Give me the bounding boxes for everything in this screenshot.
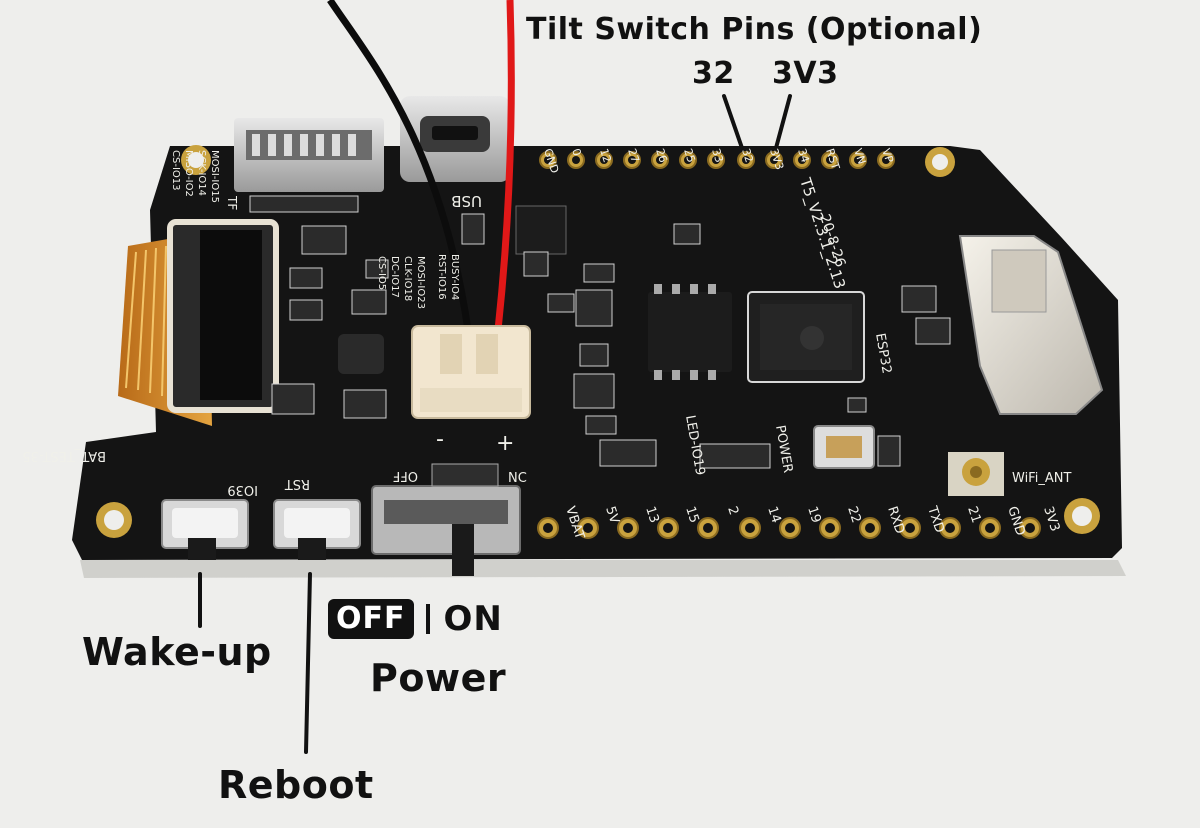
pin-3v3-label: 3V3	[772, 56, 839, 91]
header-pin-label: 33	[709, 147, 726, 164]
micro-usb-icon	[400, 96, 510, 182]
epd-pin-silk-2: DC-IO17	[389, 256, 400, 298]
header-pin-label: 12	[597, 147, 614, 164]
on-label: ON	[443, 599, 503, 639]
esp32-silk: ESP32	[872, 332, 894, 375]
battery-plus-silk: +	[496, 431, 514, 456]
rst-pin-silk: RST-IO16	[436, 254, 447, 300]
io39-silk: IO39	[227, 482, 258, 497]
header-pin-label: 0	[569, 147, 584, 158]
off-silk: OFF	[393, 468, 418, 483]
header-pin-label: 25	[681, 147, 698, 164]
smd-components	[249, 195, 951, 469]
sd-pin-silk-1: SCK-IO14	[196, 150, 207, 196]
small-ic	[515, 205, 567, 255]
switch-state-legend: OFF ON	[328, 597, 503, 641]
power-label: Power	[370, 656, 507, 700]
header-pin-label: 13	[642, 505, 661, 525]
header-pin-label: 21	[964, 505, 983, 525]
header-pin-label: VN	[851, 147, 868, 166]
header-pin-label: 32	[739, 147, 756, 164]
header-pin-label: 14	[764, 505, 783, 525]
sd-pin-silk-3: CS-IO13	[170, 150, 181, 190]
board-shadow	[80, 560, 1126, 578]
flash-chip-icon	[648, 284, 732, 380]
header-pin-label: 3V3	[767, 147, 786, 171]
red-wire	[494, 0, 515, 331]
header-pin-label: 3V3	[1040, 505, 1062, 534]
header-pin-label: 27	[625, 147, 642, 164]
reboot-button	[273, 499, 361, 560]
header-pin-label: 5V	[602, 505, 622, 526]
off-badge: OFF	[328, 599, 414, 639]
sd-pin-silk-0: MOSI-IO15	[209, 150, 220, 203]
battery-connector	[411, 325, 531, 419]
usb-silk: USB	[451, 192, 482, 210]
sd-pin-silk-2: MISO-IO2	[183, 150, 194, 197]
battery-minus-silk: -	[436, 427, 444, 452]
black-wire	[327, 0, 472, 331]
header-pin-label: 34	[795, 147, 812, 164]
esp32-chip-icon	[747, 291, 865, 383]
crystal-icon	[813, 425, 875, 469]
header-pin-label: 15	[682, 505, 701, 525]
inductor	[338, 334, 384, 374]
power-slide-switch	[371, 463, 521, 576]
tf-silk: TF	[225, 195, 239, 210]
separator-bar	[425, 604, 430, 634]
ipex-antenna-icon	[948, 452, 1004, 496]
pin-32-label: 32	[692, 56, 735, 91]
rst-button-silk: RST	[285, 476, 310, 491]
bat-test-silk: BAT_TEST-35	[22, 448, 106, 463]
nc-silk: NC	[508, 471, 527, 486]
top-header-pads	[539, 151, 895, 169]
reboot-label: Reboot	[218, 763, 374, 807]
epd-pin-silk-1: CLK-IO18	[402, 256, 413, 301]
header-pin-label: 22	[844, 505, 863, 525]
header-pin-label: 19	[804, 505, 823, 525]
header-pin-label: VP	[879, 147, 896, 165]
epd-pin-silk-0: MOSI-IO23	[415, 256, 426, 309]
busy-pin-silk: BUSY-IO4	[449, 254, 460, 300]
wifi-ant-silk: WiFi_ANT	[1012, 471, 1071, 486]
tilt-switch-bracket	[958, 235, 1104, 415]
sd-slot-icon	[234, 118, 384, 192]
header-pin-label: RST	[823, 147, 842, 172]
callout-lines	[198, 94, 792, 754]
tilt-switch-title: Tilt Switch Pins (Optional)	[526, 12, 983, 47]
epd-pin-silk-3: CS-IO5	[376, 256, 387, 290]
wakeup-label: Wake-up	[82, 630, 272, 674]
header-pin-label: 26	[653, 147, 670, 164]
wakeup-button	[161, 499, 249, 560]
